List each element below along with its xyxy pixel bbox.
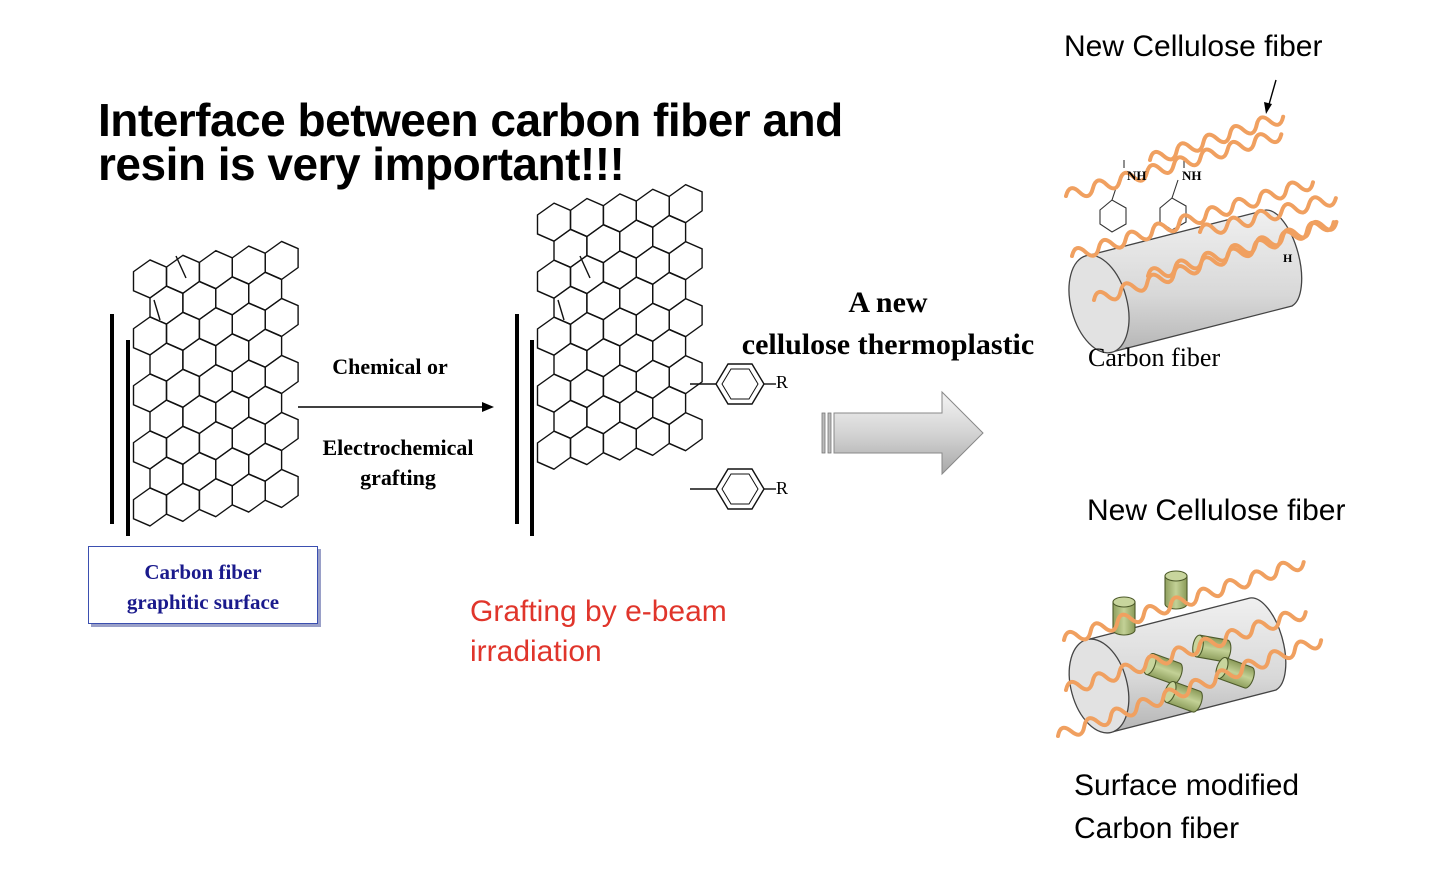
page-title: Interface between carbon fiber and resin… xyxy=(98,94,843,190)
middle-nanotube xyxy=(515,183,703,536)
grafting-caption: Grafting by e-beam irradiation xyxy=(470,592,727,672)
reaction-label-top: Chemical or xyxy=(332,354,448,379)
reaction-label-line-1: Electrochemical xyxy=(322,435,474,460)
carbon-fiber-caption-box: Carbon fiber graphitic surface xyxy=(88,546,318,624)
process-arrow-label: A new cellulose thermoplastic xyxy=(718,282,1058,366)
process-label-line-1: A new xyxy=(848,286,928,319)
title-line-2: resin is very important!!! xyxy=(98,138,625,190)
bottom-right-fiber-illustration xyxy=(1056,560,1324,738)
phenyl-substituent-top xyxy=(690,363,776,405)
cellulose-chains-bottom xyxy=(1056,560,1324,738)
left-hex-lattice xyxy=(132,240,299,527)
r-group-label-bottom: R xyxy=(776,478,789,498)
top-right-fiber-illustration: NH NH H xyxy=(1064,79,1339,354)
cellulose-chains-top xyxy=(1064,114,1339,302)
big-process-arrow xyxy=(821,390,984,476)
grafting-caption-line-1: Grafting by e-beam xyxy=(470,595,727,628)
phenyl-substituent-bottom xyxy=(690,468,776,510)
nh-label-1: NH xyxy=(1127,168,1147,183)
nh-label-2: NH xyxy=(1182,168,1202,183)
grafting-caption-line-2: irradiation xyxy=(470,635,602,668)
left-nanotube xyxy=(110,240,299,536)
reaction-arrow xyxy=(298,402,494,412)
new-cellulose-fiber-label-bottom: New Cellulose fiber xyxy=(1087,494,1346,527)
r-group-label-top: R xyxy=(776,372,789,392)
carbon-fiber-label: Carbon fiber xyxy=(1088,343,1221,372)
surface-modified-line-2: Carbon fiber xyxy=(1074,812,1240,845)
new-cellulose-fiber-label-top: New Cellulose fiber xyxy=(1064,30,1323,63)
h-label: H xyxy=(1283,251,1293,265)
caption-line-1: Carbon fiber xyxy=(144,560,262,584)
surface-modified-label: Surface modified Carbon fiber xyxy=(1074,764,1299,850)
process-label-line-2: cellulose thermoplastic xyxy=(741,328,1035,361)
title-line-1: Interface between carbon fiber and xyxy=(98,94,843,146)
middle-hex-lattice xyxy=(536,183,703,470)
reaction-label-line-2: grafting xyxy=(360,465,436,490)
grafted-groups xyxy=(1112,570,1255,713)
surface-modified-line-1: Surface modified xyxy=(1074,769,1300,802)
caption-line-2: graphitic surface xyxy=(126,590,280,614)
reaction-label-bottom: Electrochemical grafting xyxy=(300,433,496,493)
